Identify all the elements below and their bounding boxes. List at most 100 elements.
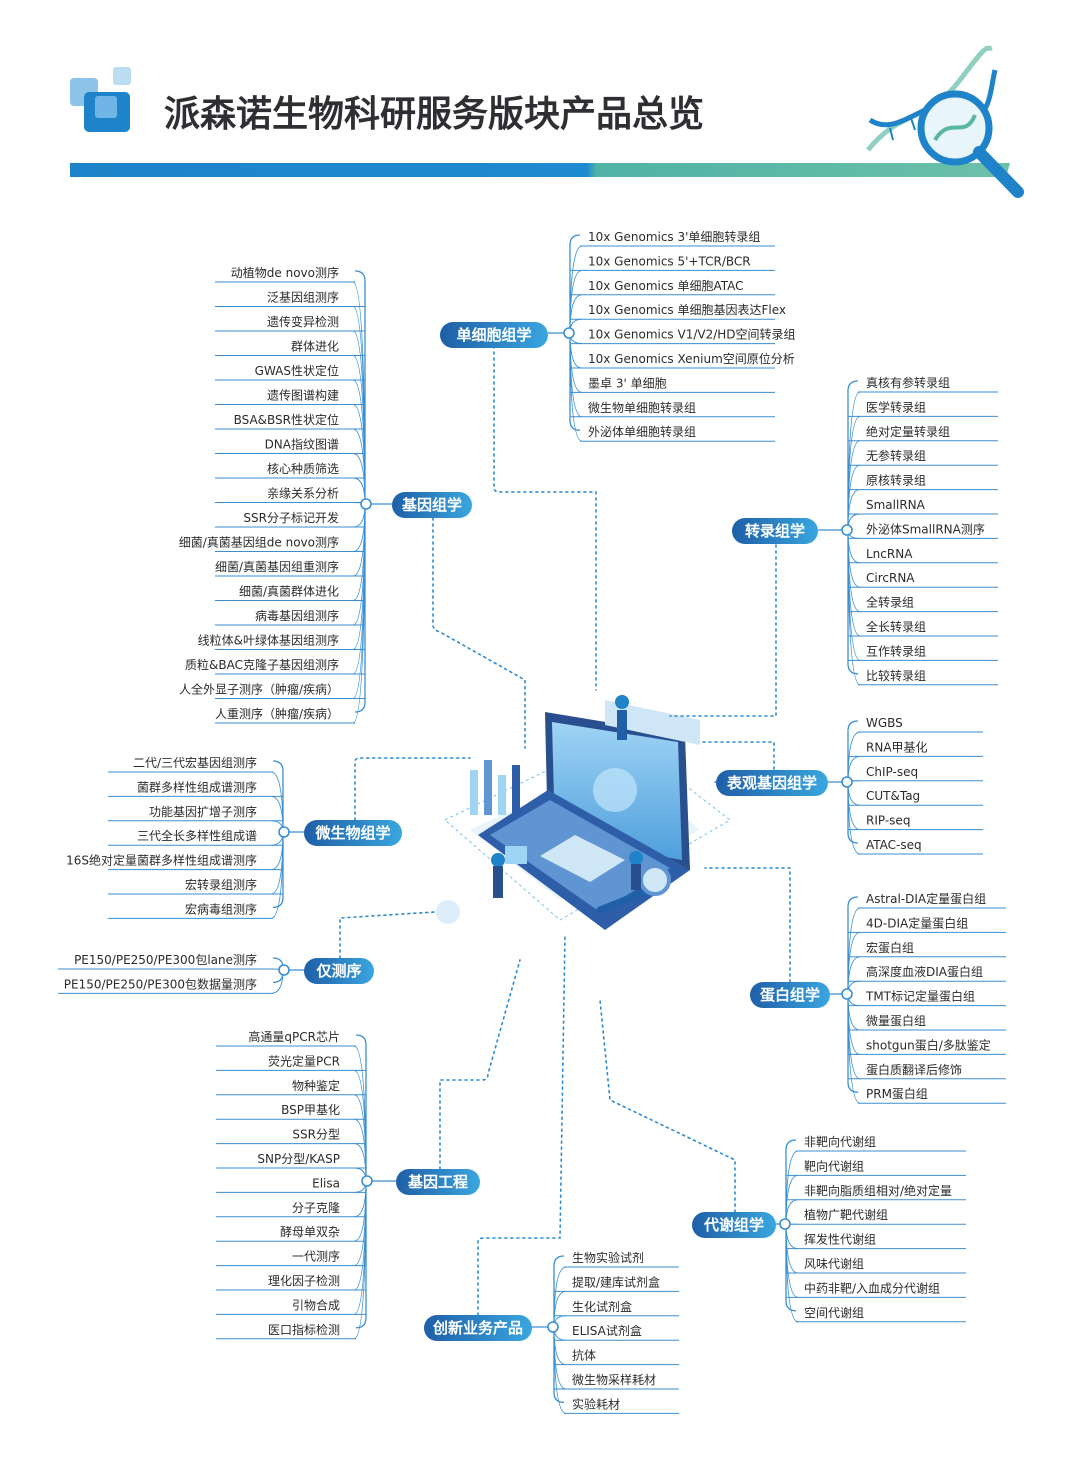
- item-connector: [569, 332, 583, 369]
- category-microbiome: 二代/三代宏基因组测序菌群多样性组成谱测序功能基因扩增子测序三代全长多样性组成谱…: [66, 755, 402, 919]
- list-item: 微生物采样耗材: [572, 1372, 656, 1387]
- list-item: 全转录组: [866, 595, 914, 610]
- category-pill: [424, 1315, 532, 1341]
- list-item: SSR分子标记开发: [243, 510, 339, 525]
- list-item: CUT&Tag: [866, 789, 920, 803]
- hub-node-icon: [841, 524, 853, 536]
- item-connector: [270, 831, 284, 871]
- list-item: 10x Genomics 5'+TCR/BCR: [588, 254, 751, 268]
- item-connector: [847, 529, 861, 686]
- laptop-illustration: [436, 695, 731, 930]
- category-seq-only: PE150/PE250/PE300包lane测序PE150/PE250/PE30…: [58, 952, 374, 994]
- list-item: 原核转录组: [866, 473, 926, 488]
- list-item: DNA指纹图谱: [265, 437, 339, 452]
- list-item: 功能基因扩增子测序: [149, 804, 257, 819]
- list-item: 比较转录组: [866, 668, 926, 683]
- logo-squares-icon: [70, 67, 131, 132]
- hub-node-icon: [547, 1321, 559, 1333]
- item-connector: [553, 1326, 567, 1414]
- list-item: BSP甲基化: [281, 1103, 340, 1117]
- item-connector: [847, 993, 861, 1104]
- category-innovation: 生物实验试剂提取/建库试剂盒生化试剂盒ELISA试剂盒抗体微生物采样耗材实验耗材…: [424, 1250, 679, 1414]
- header: 派森诺生物科研服务版块产品总览: [70, 45, 1024, 198]
- category-label: 创新业务产品: [432, 1319, 523, 1337]
- list-item: PRM蛋白组: [866, 1086, 928, 1101]
- item-connector: [847, 993, 861, 1031]
- item-connector: [270, 795, 284, 833]
- list-item: 理化因子检测: [268, 1273, 340, 1288]
- category-pill: [716, 770, 828, 796]
- list-item: 植物广靶代谢组: [804, 1207, 888, 1222]
- list-item: 线粒体&叶绿体基因组测序: [198, 633, 339, 648]
- list-item: 墨卓 3' 单细胞: [588, 376, 667, 390]
- list-item: 宏病毒组测序: [185, 901, 257, 916]
- list-item: 核心种质筛选: [267, 461, 339, 476]
- item-connector: [270, 771, 284, 833]
- item-connector: [353, 1180, 367, 1340]
- list-item: 亲缘关系分析: [267, 487, 339, 501]
- list-item: 细菌/真菌群体进化: [239, 585, 339, 599]
- list-item: 病毒基因组测序: [255, 608, 339, 623]
- list-item: 微量蛋白组: [866, 1013, 926, 1028]
- list-item: Astral-DIA定量蛋白组: [866, 891, 986, 906]
- category-label: 蛋白组学: [760, 986, 820, 1004]
- list-item: 医口指标检测: [268, 1322, 340, 1337]
- category-pill: [304, 958, 374, 984]
- item-connector: [785, 1150, 799, 1225]
- connector-lines: [339, 345, 791, 1316]
- list-item: 无参转录组: [866, 448, 926, 463]
- item-connector: [553, 1266, 567, 1328]
- connector-line: [477, 934, 566, 1316]
- list-item: 高通量qPCR芯片: [248, 1029, 340, 1044]
- connector-line: [599, 999, 736, 1213]
- list-item: 微生物单细胞转录组: [588, 400, 696, 415]
- item-connector: [352, 503, 366, 724]
- list-item: 人全外显子测序（肿瘤/疾病）: [179, 682, 339, 697]
- list-item: 真核有参转录组: [866, 375, 950, 390]
- list-item: 非靶向脂质组相对/绝对定量: [804, 1183, 952, 1198]
- list-item: 外泌体SmallRNA测序: [866, 521, 985, 536]
- item-connector: [569, 294, 583, 334]
- category-gene-engineering: 高通量qPCR芯片荧光定量PCR物种鉴定BSP甲基化SSR分型SNP分型/KAS…: [216, 1029, 480, 1340]
- list-item: 提取/建库试剂盒: [572, 1274, 660, 1289]
- category-label: 微生物组学: [314, 824, 390, 842]
- category-pill: [396, 1169, 480, 1195]
- category-pill: [440, 322, 548, 348]
- list-item: Elisa: [312, 1176, 340, 1190]
- list-item: 宏蛋白组: [866, 940, 914, 955]
- list-item: WGBS: [866, 716, 903, 730]
- list-item: 荧光定量PCR: [268, 1053, 340, 1068]
- item-connector: [847, 781, 861, 855]
- category-label: 基因工程: [407, 1173, 468, 1191]
- list-item: 三代全长多样性组成谱: [137, 828, 257, 843]
- list-item: 泛基因组测序: [267, 290, 339, 305]
- list-item: 10x Genomics 单细胞ATAC: [588, 279, 744, 293]
- list-item: RNA甲基化: [866, 740, 928, 754]
- list-item: 分子克隆: [292, 1200, 340, 1215]
- list-item: 酵母单双杂: [280, 1225, 340, 1239]
- item-connector: [270, 831, 284, 919]
- list-item: CircRNA: [866, 571, 915, 585]
- list-item: PE150/PE250/PE300包数据量测序: [64, 976, 257, 991]
- category-proteomics: Astral-DIA定量蛋白组4D-DIA定量蛋白组宏蛋白组高深度血液DIA蛋白…: [750, 891, 1006, 1104]
- category-label: 基因组学: [401, 496, 462, 514]
- list-item: 互作转录组: [866, 643, 926, 658]
- list-item: 菌群多样性组成谱测序: [137, 779, 257, 794]
- list-item: 中药非靶/入血成分代谢组: [804, 1280, 940, 1295]
- list-item: 一代测序: [292, 1249, 340, 1264]
- list-item: 10x Genomics 单细胞基因表达Flex: [588, 303, 786, 317]
- category-metabolomics: 非靶向代谢组靶向代谢组非靶向脂质组相对/绝对定量植物广靶代谢组挥发性代谢组风味代…: [692, 1134, 966, 1323]
- list-item: 细菌/真菌基因组de novo测序: [179, 535, 339, 550]
- list-item: 风味代谢组: [804, 1256, 864, 1271]
- list-item: 遗传变异检测: [267, 314, 339, 329]
- list-item: 10x Genomics V1/V2/HD空间转录组: [588, 327, 796, 342]
- item-connector: [847, 781, 861, 831]
- title-underline-bar: [70, 163, 1010, 177]
- list-item: 16S绝对定量菌群多样性组成谱测序: [66, 853, 257, 868]
- category-label: 仅测序: [315, 962, 361, 980]
- item-connector: [569, 332, 583, 442]
- category-label: 转录组学: [745, 522, 805, 540]
- category-pill: [750, 982, 830, 1008]
